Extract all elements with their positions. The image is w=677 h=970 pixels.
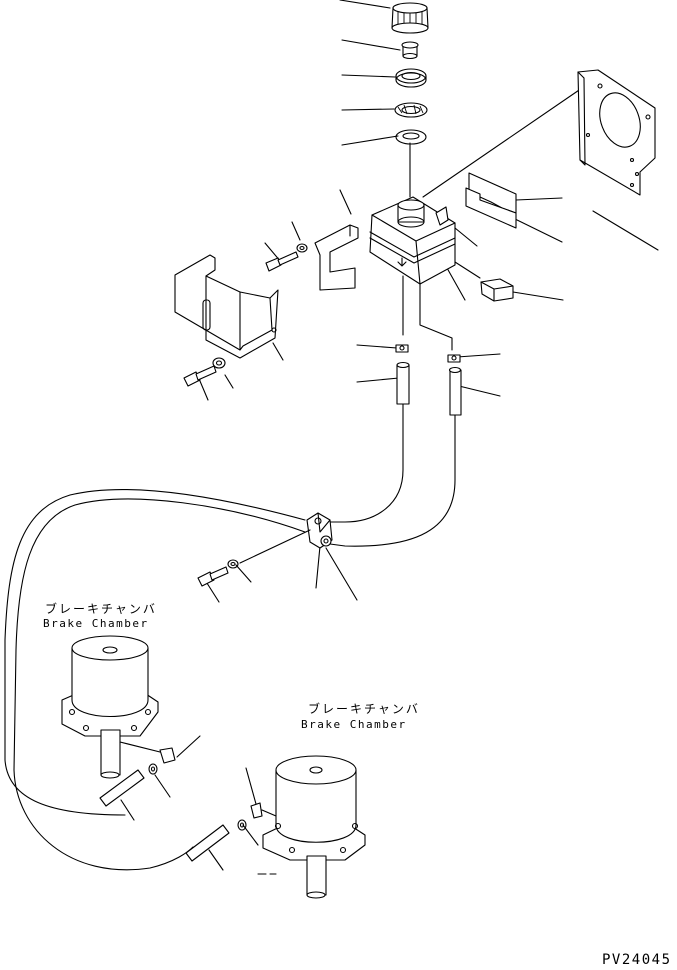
chamber-right-fittings (185, 819, 247, 862)
hose-clip (239, 512, 333, 564)
chamber-left-label-jp: ブレーキチャンバ (45, 602, 157, 616)
chamber-left-label-en: Brake Chamber (43, 617, 149, 630)
tank-bracket (314, 224, 359, 291)
chamber-left-fittings (99, 763, 158, 807)
brake-chamber-left (61, 635, 176, 779)
leader-lines (120, 0, 659, 875)
hose-clamp-left (395, 275, 409, 353)
guard-plate (174, 254, 279, 359)
chamber-right-label-jp: ブレーキチャンバ (308, 702, 420, 716)
reservoir-cap (391, 2, 429, 34)
hose-routing (4, 403, 456, 871)
cap-strainer (401, 41, 419, 60)
cap-gasket (395, 129, 427, 145)
cap-adapter-ring (394, 102, 428, 118)
short-hose-right (448, 366, 462, 416)
brake-chamber-right (250, 755, 366, 899)
short-hose-left (396, 361, 410, 405)
warning-plates (465, 172, 517, 229)
clip-bolt-washer (197, 559, 239, 587)
hose-clamp-right (419, 283, 461, 363)
drawing-code: PV24045 (602, 952, 672, 968)
cap-seal-ring (395, 68, 427, 88)
chamber-right-label-en: Brake Chamber (301, 718, 407, 731)
mounting-plate (577, 69, 656, 196)
reservoir-tank (369, 196, 514, 302)
guard-bolt-washer (183, 357, 226, 387)
bracket-bolt-washer-1 (265, 243, 308, 272)
